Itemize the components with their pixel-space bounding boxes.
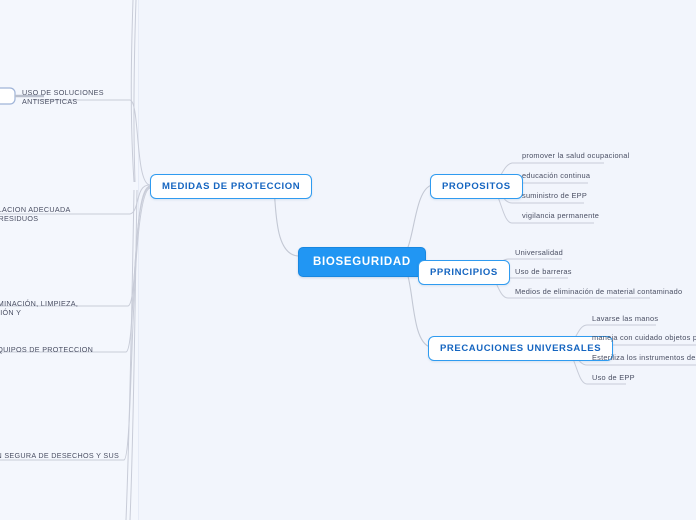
leaf-node-label: Uso de barreras <box>515 267 572 276</box>
leaf-node-label: suministro de EPP <box>522 191 588 200</box>
branch-node-label: MEDIDAS DE PROTECCION <box>162 181 301 192</box>
leaf-node-vigilancia-permanente[interactable]: vigilancia permanente <box>519 210 602 223</box>
leaf-node-uso-de-epp[interactable]: Uso de EPP <box>589 372 638 385</box>
leaf-node-eliminacion-segura-desechos[interactable]: ELIMINACION SEGURA DE DESECHOS Y SUS <box>0 451 122 460</box>
leaf-node-lavarse-las-manos[interactable]: Lavarse las manos <box>589 313 661 326</box>
leaf-node-educacion-continua[interactable]: educación continua <box>519 170 593 183</box>
leaf-node-label: DESCONTAMINACIÓN, LIMPIEZA, DESINFECCIÓN… <box>0 299 79 317</box>
branch-node-label: PPRINCIPIOS <box>430 267 498 278</box>
leaf-node-label: educación continua <box>522 171 591 180</box>
leaf-node-uso-de-soluciones-antisepticas[interactable]: USO DE SOLUCIONES ANTISEPTICAS <box>22 88 140 106</box>
leaf-node-uso-de-barreras[interactable]: Uso de barreras <box>512 266 575 279</box>
leaf-node-descontaminacion-limpieza[interactable]: DESCONTAMINACIÓN, LIMPIEZA, DESINFECCIÓN… <box>0 299 96 317</box>
leaf-node-label: maneja con cuidado objetos punzocort <box>592 333 696 342</box>
leaf-node-medios-de-eliminacion[interactable]: Medios de eliminación de material contam… <box>512 286 685 299</box>
leaf-node-label: USO DE SOLUCIONES ANTISEPTICAS <box>22 88 104 106</box>
leaf-node-esteriliza-los-instrumentos[interactable]: Esteriliza los instrumentos despues de <box>589 352 696 365</box>
leaf-node-label: promover la salud ocupacional <box>522 151 630 160</box>
left-overflow-panel <box>0 0 139 520</box>
leaf-node-universalidad[interactable]: Universalidad <box>512 247 566 260</box>
leaf-node-label: Universalidad <box>515 248 564 257</box>
branch-node-label: PROPOSITOS <box>442 181 511 192</box>
leaf-node-label: MANIPULACION ADECUADA DE LOS RESIDUOS <box>0 205 71 223</box>
leaf-node-promover-la-salud-ocupacional[interactable]: promover la salud ocupacional <box>519 150 633 163</box>
leaf-node-label: Lavarse las manos <box>592 314 659 323</box>
leaf-node-label: Uso de EPP <box>592 373 635 382</box>
branch-node-medidas-de-proteccion[interactable]: MEDIDAS DE PROTECCION <box>150 174 313 199</box>
leaf-node-label: Esteriliza los instrumentos despues de <box>592 353 696 362</box>
leaf-node-label: ELIMINACION SEGURA DE DESECHOS Y SUS <box>0 451 120 460</box>
leaf-node-suministro-de-epp[interactable]: suministro de EPP <box>519 190 590 203</box>
leaf-node-label: Medios de eliminación de material contam… <box>515 287 683 296</box>
branch-node-propositos[interactable]: PROPOSITOS <box>430 174 523 199</box>
leaf-node-uniforme-y-equipos[interactable]: UNIFORME Y EQUIPOS DE PROTECCION ADECUAD… <box>0 345 132 363</box>
leaf-node-label: vigilancia permanente <box>522 211 600 220</box>
leaf-node-label: UNIFORME Y EQUIPOS DE PROTECCION ADECUAD… <box>0 345 94 354</box>
root-node-bioseguridad[interactable]: BIOSEGURIDAD <box>298 247 426 277</box>
leaf-node-maneja-con-cuidado-objetos-punzocortantes[interactable]: maneja con cuidado objetos punzocort <box>589 332 696 345</box>
branch-node-label: PRECAUCIONES UNIVERSALES <box>440 343 602 354</box>
leaf-node-manipulacion-adecuada-residuos[interactable]: MANIPULACION ADECUADA DE LOS RESIDUOS <box>0 205 74 223</box>
root-node-label: BIOSEGURIDAD <box>313 256 411 268</box>
branch-node-precauciones-universales[interactable]: PRECAUCIONES UNIVERSALES <box>428 336 614 361</box>
branch-node-pprincipios[interactable]: PPRINCIPIOS <box>418 260 510 285</box>
